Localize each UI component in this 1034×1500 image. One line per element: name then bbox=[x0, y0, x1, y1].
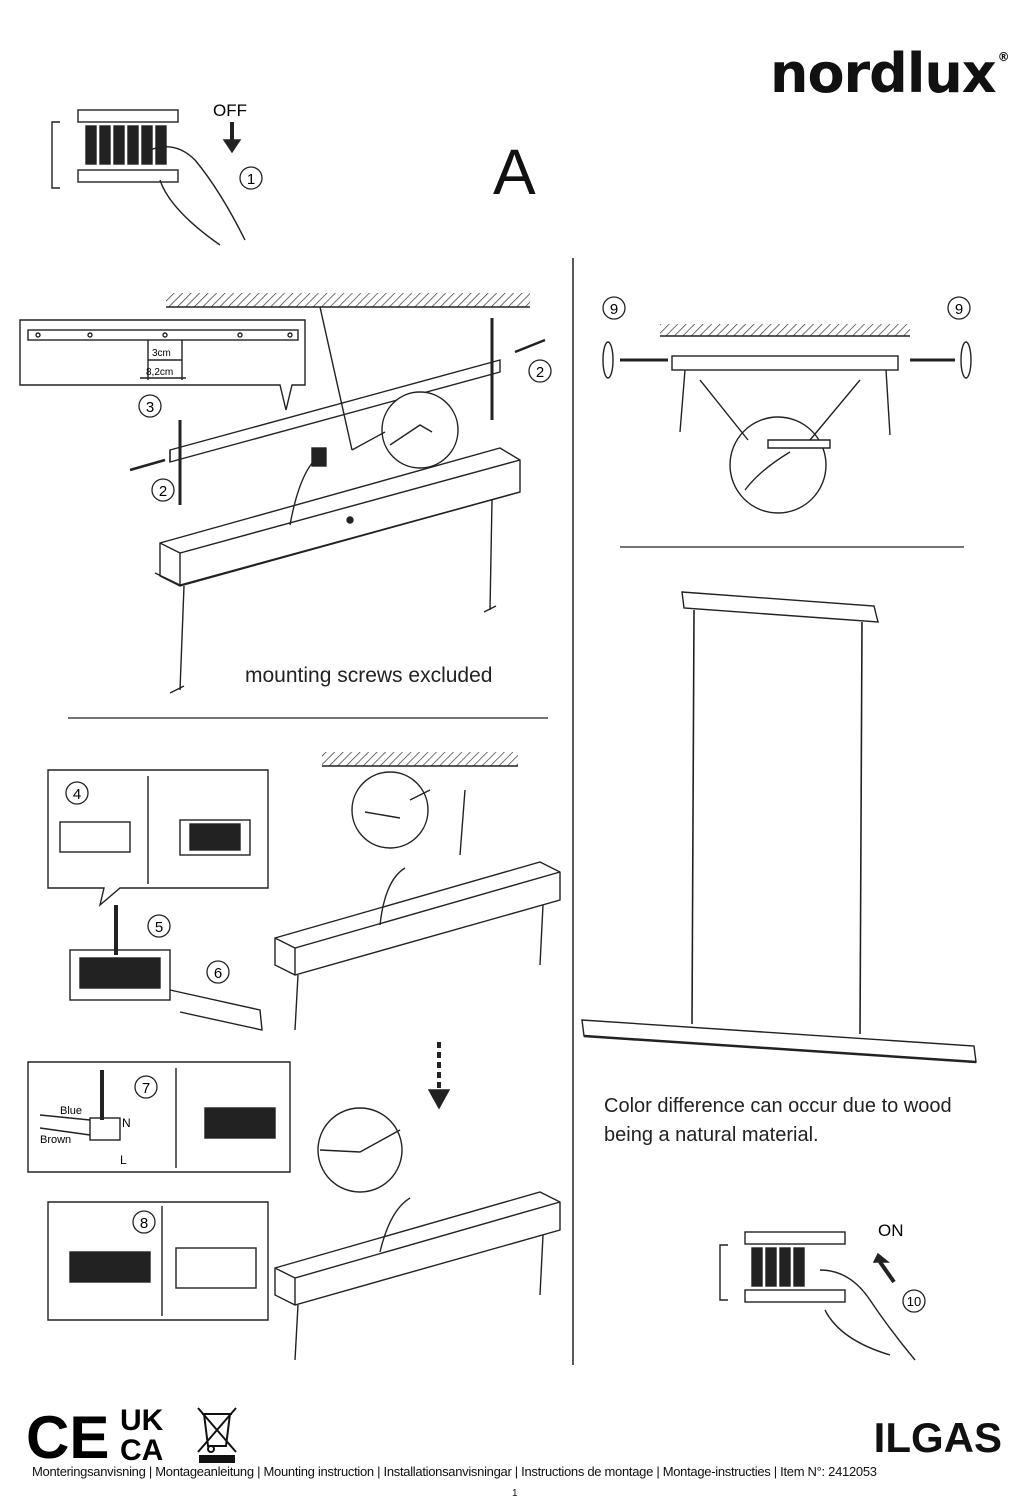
svg-text:6: 6 bbox=[214, 965, 222, 982]
brand-logo: nordlux® bbox=[770, 42, 1010, 105]
step-10-marker: 10 bbox=[902, 1289, 926, 1313]
svg-text:3: 3 bbox=[146, 399, 154, 416]
svg-text:8: 8 bbox=[140, 1215, 148, 1232]
svg-text:4: 4 bbox=[73, 786, 81, 803]
finished-pendant-illustration bbox=[581, 591, 977, 1064]
color-note-line-1: Color difference can occur due to wood bbox=[604, 1095, 952, 1117]
step-8-marker: 8 bbox=[132, 1210, 156, 1234]
step-6-marker: 6 bbox=[206, 960, 230, 984]
dim-3cm: 3cm bbox=[152, 348, 171, 359]
svg-text:2: 2 bbox=[159, 483, 167, 500]
page-number: 1 bbox=[512, 1488, 518, 1499]
ukca-mark-bottom: CA bbox=[120, 1434, 163, 1467]
svg-text:9: 9 bbox=[610, 301, 618, 318]
step-9-marker-right: 9 bbox=[947, 296, 971, 320]
color-note-line-2: being a natural material. bbox=[604, 1124, 819, 1146]
step-2-marker: 2 bbox=[528, 359, 552, 383]
certification-marks: CE UK CA bbox=[26, 1404, 237, 1468]
step-7-marker: 7 bbox=[134, 1075, 158, 1099]
wiring-illustration bbox=[27, 769, 291, 1321]
product-name: ILGAS bbox=[873, 1414, 1002, 1461]
svg-text:2: 2 bbox=[536, 364, 544, 381]
step-4-marker: 4 bbox=[65, 781, 89, 805]
bracket-mounting-illustration bbox=[19, 293, 546, 694]
weee-bin-icon bbox=[197, 1407, 237, 1463]
on-label: ON bbox=[878, 1221, 904, 1240]
canopy-attach-illustration bbox=[602, 324, 972, 514]
footer-text: Monteringsanvisning | Montageanleitung |… bbox=[32, 1464, 877, 1479]
step-5-marker: 5 bbox=[147, 914, 171, 938]
brand-name: nordlux bbox=[770, 42, 997, 105]
step-2-marker-left: 2 bbox=[151, 478, 175, 502]
wire-blue-label: Blue bbox=[60, 1105, 82, 1117]
ukca-mark-top: UK bbox=[120, 1404, 164, 1437]
step-9-marker-left: 9 bbox=[602, 296, 626, 320]
lamp-connection-illustration bbox=[274, 752, 561, 1361]
registered-mark: ® bbox=[997, 50, 1010, 64]
wire-n-label: N bbox=[122, 1116, 131, 1130]
svg-text:9: 9 bbox=[955, 301, 963, 318]
breaker-on-illustration bbox=[719, 1231, 916, 1361]
mounting-note: mounting screws excluded bbox=[245, 664, 493, 687]
svg-text:7: 7 bbox=[142, 1080, 150, 1097]
step-1-marker: 1 bbox=[239, 166, 263, 190]
svg-text:1: 1 bbox=[247, 171, 255, 188]
color-note: Color difference can occur due to wood b… bbox=[604, 1092, 1014, 1150]
svg-text:10: 10 bbox=[907, 1294, 921, 1309]
breaker-off-illustration bbox=[51, 109, 246, 246]
step-3-marker: 3 bbox=[138, 394, 162, 418]
wire-l-label: L bbox=[120, 1153, 127, 1167]
wire-brown-label: Brown bbox=[40, 1134, 71, 1146]
instruction-illustrations: OFF 1 bbox=[19, 101, 977, 1365]
svg-text:5: 5 bbox=[155, 919, 163, 936]
ce-mark: CE bbox=[26, 1404, 109, 1468]
section-letter: A bbox=[493, 136, 536, 208]
dim-8cm: 8,2cm bbox=[146, 367, 173, 378]
off-label: OFF bbox=[213, 101, 247, 120]
